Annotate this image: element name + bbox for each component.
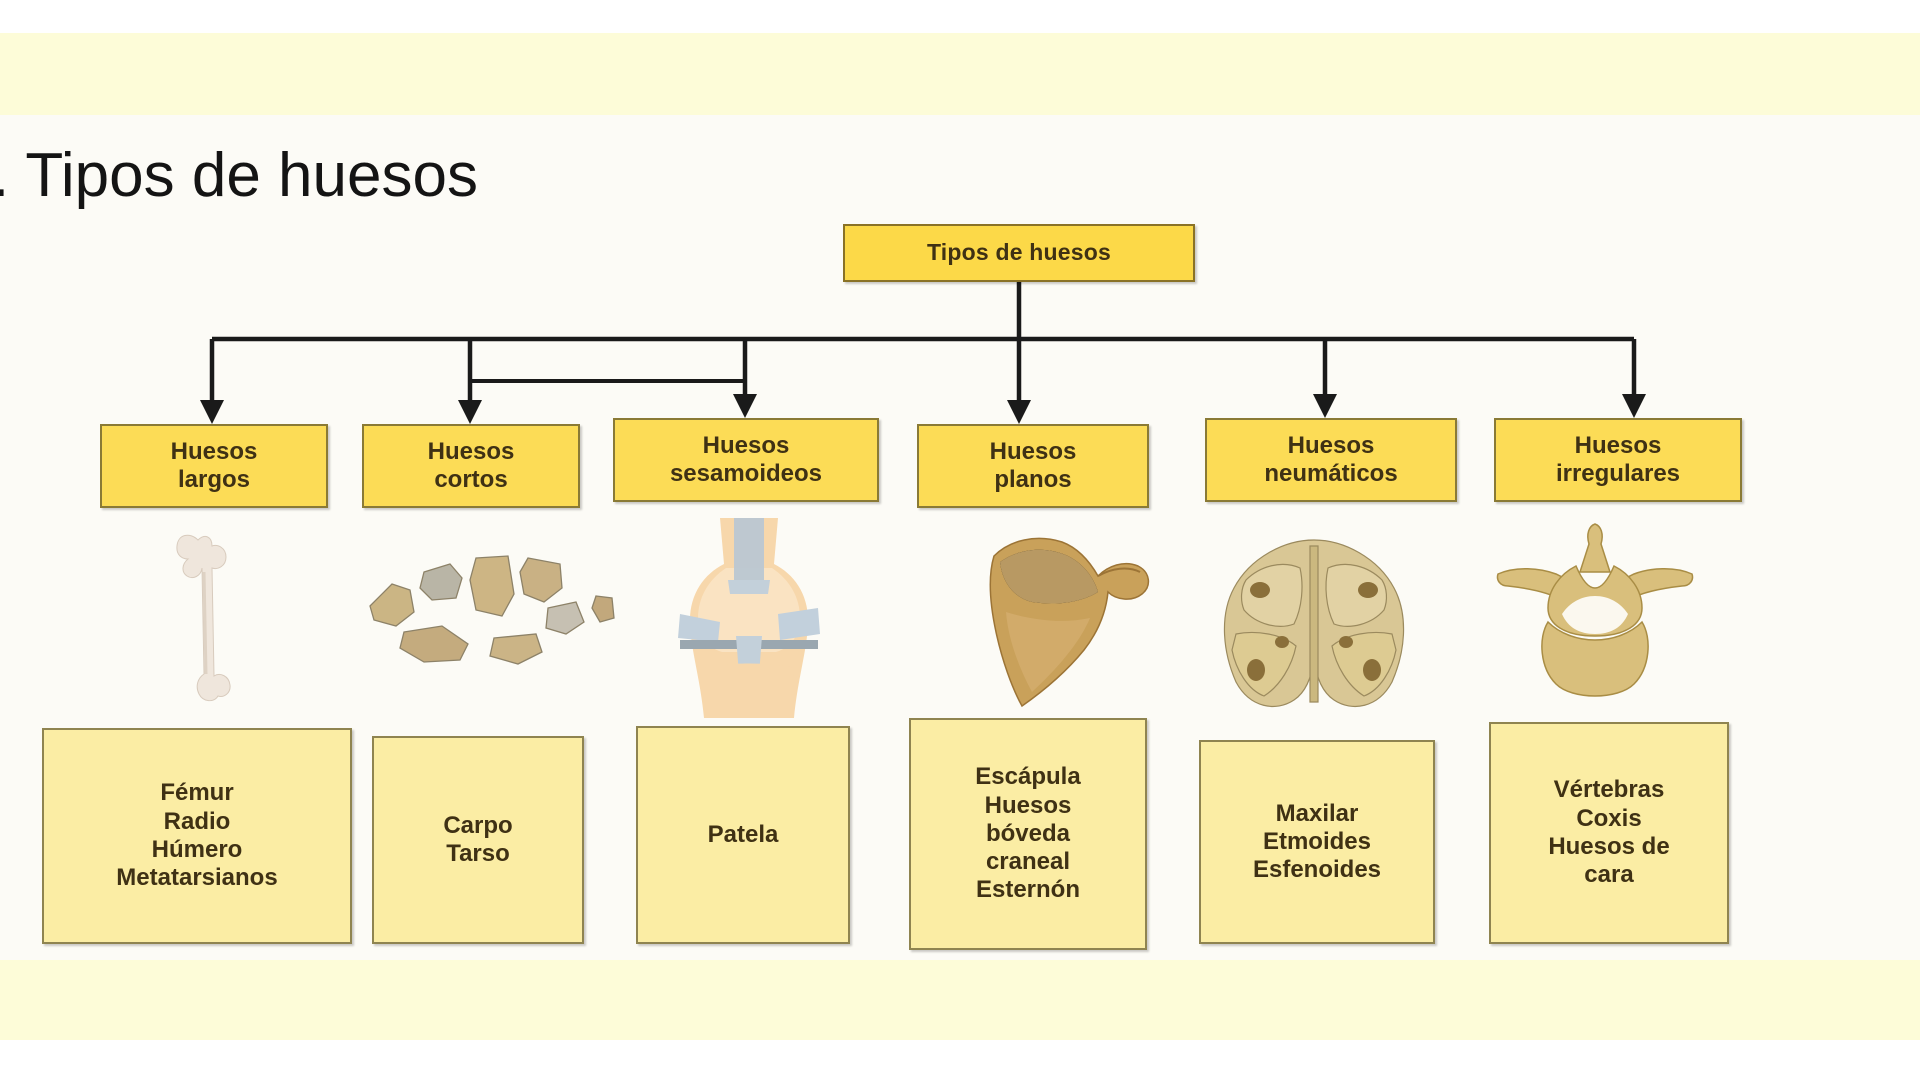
example-item: Maxilar [1275, 799, 1359, 827]
examples-list: Carpo Tarso [443, 812, 512, 869]
examples-list: Escápula Huesos bóveda craneal Esternón [975, 763, 1080, 905]
ethmoid-bone-illustration [1223, 539, 1405, 708]
example-item: Coxis [1576, 804, 1642, 832]
category-header-line1: Huesos [1574, 431, 1662, 459]
category-header-line1: Huesos [702, 431, 790, 459]
category-header-huesos-planos[interactable]: Huesos planos [917, 424, 1149, 508]
category-header-huesos-irregulares[interactable]: Huesos irregulares [1494, 418, 1742, 502]
bottom-accent-band [0, 960, 1920, 1040]
example-item: Esternón [975, 876, 1080, 904]
examples-box-huesos-largos[interactable]: Fémur Radio Húmero Metatarsianos [42, 728, 352, 944]
examples-list: Patela [708, 821, 779, 849]
category-header-line2: sesamoideos [669, 460, 823, 487]
knee-patella-illustration [678, 518, 820, 718]
example-item: craneal [985, 848, 1071, 876]
examples-box-huesos-cortos[interactable]: Carpo Tarso [372, 736, 584, 944]
category-header-line2: neumáticos [1264, 460, 1398, 487]
category-header-huesos-largos[interactable]: Huesos largos [100, 424, 328, 508]
category-header-line1: Huesos [427, 437, 515, 465]
category-header-huesos-cortos[interactable]: Huesos cortos [362, 424, 580, 508]
femur-bone-illustration [176, 534, 231, 702]
example-item: Huesos [984, 791, 1072, 819]
example-item: Metatarsianos [116, 864, 278, 892]
example-item: Huesos de [1548, 833, 1670, 860]
examples-box-huesos-irregulares[interactable]: Vértebras Coxis Huesos de cara [1489, 722, 1729, 944]
example-item: Carpo [443, 811, 513, 839]
category-header-line2: cortos [434, 466, 508, 493]
category-header-line1: Huesos [170, 437, 258, 465]
root-node-tipos-de-huesos[interactable]: Tipos de huesos [843, 224, 1195, 282]
examples-box-huesos-sesamoideos[interactable]: Patela [636, 726, 850, 944]
example-item: Esfenoides [1252, 856, 1382, 884]
examples-list: Vértebras Coxis Huesos de cara [1548, 776, 1669, 889]
example-item: Radio [163, 807, 231, 835]
example-item: Húmero [151, 836, 243, 863]
example-item: Tarso [446, 840, 510, 867]
example-item: Vértebras [1553, 776, 1665, 804]
carpal-bones-illustration [369, 555, 615, 665]
top-accent-band [0, 33, 1920, 115]
examples-box-huesos-neumaticos[interactable]: Maxilar Etmoides Esfenoides [1199, 740, 1435, 944]
slide-title: . Tipos de huesos [0, 141, 478, 210]
examples-list: Maxilar Etmoides Esfenoides [1253, 800, 1381, 885]
vertebra-bone-illustration [1496, 523, 1694, 697]
example-item: Etmoides [1262, 827, 1371, 855]
example-item: Escápula [975, 763, 1081, 791]
category-header-huesos-sesamoideos[interactable]: Huesos sesamoideos [613, 418, 879, 502]
root-node-label: Tipos de huesos [926, 239, 1112, 266]
category-header-line1: Huesos [1287, 431, 1375, 459]
example-item: bóveda [985, 819, 1070, 847]
category-header-huesos-neumaticos[interactable]: Huesos neumáticos [1205, 418, 1457, 502]
examples-list: Fémur Radio Húmero Metatarsianos [116, 779, 277, 892]
example-item: Fémur [160, 779, 234, 807]
category-header-line2: largos [177, 466, 250, 493]
category-header-line2: irregulares [1555, 460, 1681, 487]
scapula-bone-illustration [989, 537, 1150, 708]
category-header-line1: Huesos [989, 437, 1077, 465]
category-header-line2: planos [994, 466, 1072, 493]
example-item: cara [1584, 861, 1634, 889]
examples-box-huesos-planos[interactable]: Escápula Huesos bóveda craneal Esternón [909, 718, 1147, 950]
example-item: Patela [707, 820, 779, 848]
